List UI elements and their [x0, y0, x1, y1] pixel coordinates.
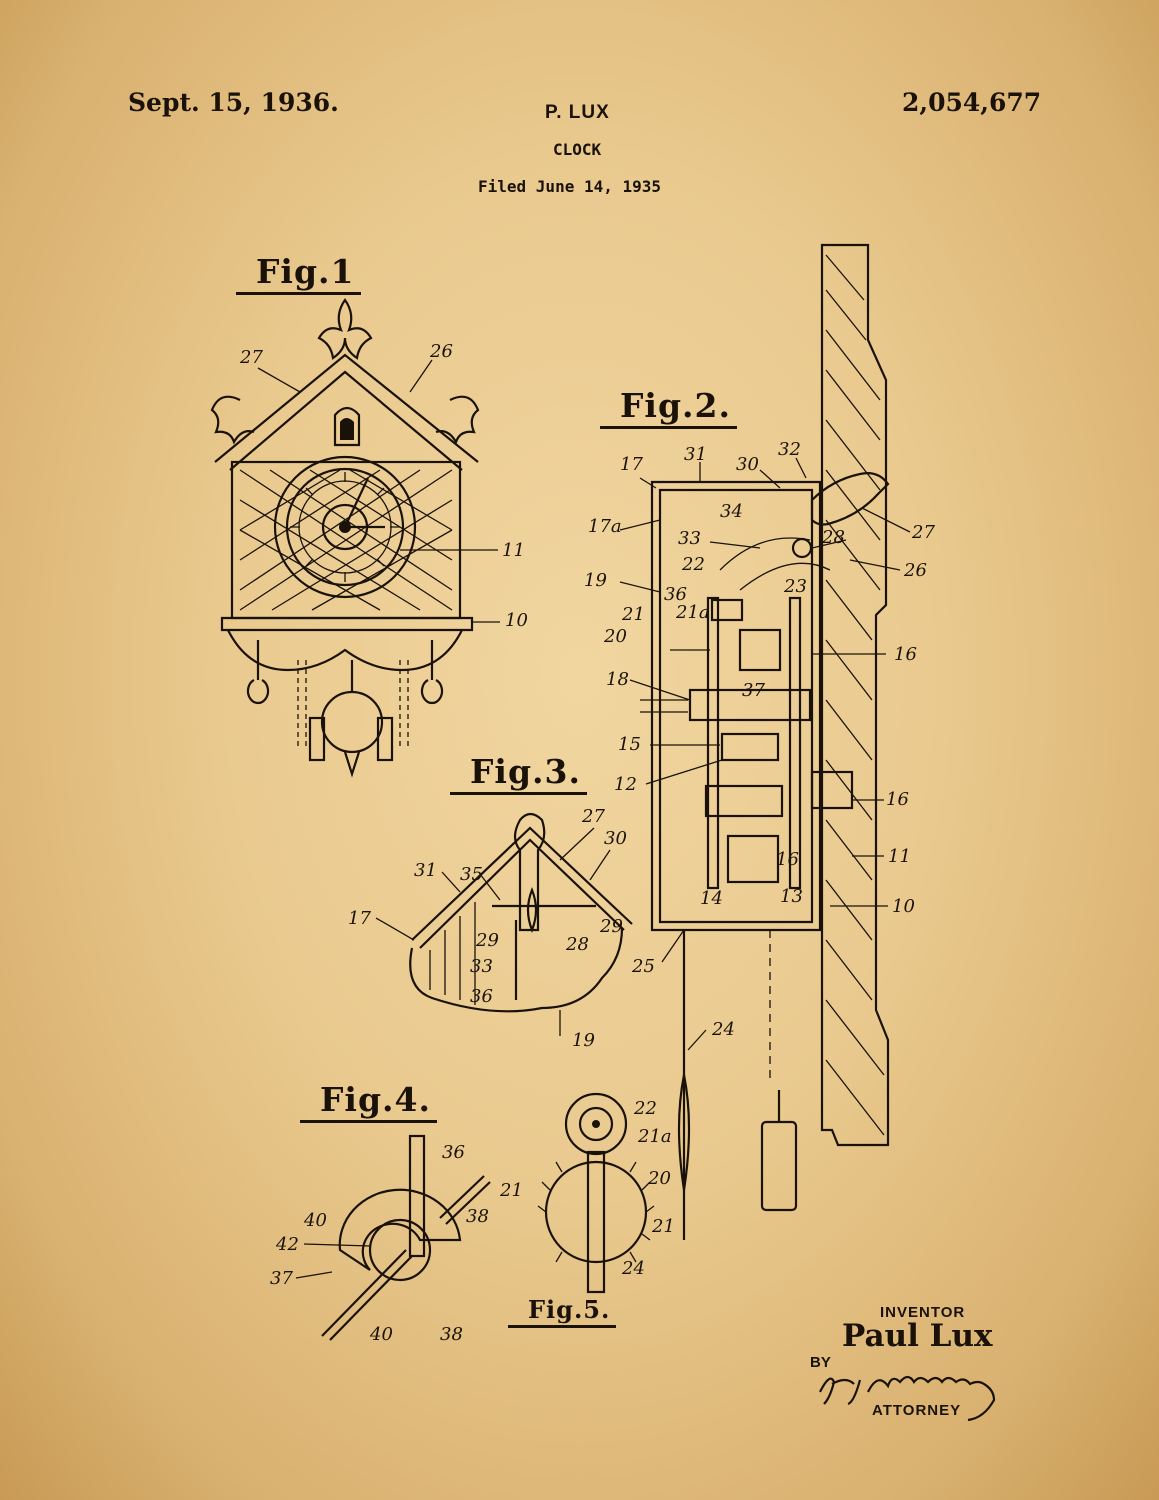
fig4-ref-38: 38 [466, 1206, 489, 1227]
fig4-ref-37: 37 [270, 1268, 293, 1289]
fig1-label: Fig.1 [236, 252, 361, 295]
fig2-ref-19: 19 [584, 570, 607, 591]
fig2-ref-23: 23 [783, 576, 807, 597]
fig2-ref-33: 33 [678, 528, 701, 549]
fig3-ref-33: 33 [470, 956, 493, 977]
fig4-ref-36: 36 [442, 1142, 465, 1163]
fig2-ref-16: 16 [894, 644, 917, 665]
fig3-ref-35: 35 [460, 864, 483, 885]
attorney-signature-image [819, 1375, 996, 1422]
fig3-ref-17: 17 [348, 908, 371, 929]
fig3-ref-30: 30 [604, 828, 627, 849]
fig5-ref-20: 20 [647, 1168, 671, 1189]
fig3-ref-27: 27 [581, 806, 605, 827]
fig2-ref-15: 15 [618, 734, 641, 755]
fig2-section-drawing: 17 31 30 32 17a 34 33 28 27 22 26 19 36 … [584, 243, 935, 1240]
fig2-ref-14: 14 [700, 888, 723, 909]
patent-number: 2,054,677 [902, 88, 1042, 117]
fig2-ref-21: 21 [621, 604, 645, 625]
fig3-ref-31: 31 [414, 860, 437, 881]
patent-title: CLOCK [553, 140, 602, 159]
fig1-ref-10: 10 [505, 610, 528, 631]
fig5-detail-drawing: 22 21a 20 21 24 [537, 1092, 675, 1294]
fig2-ref-17: 17 [620, 454, 643, 475]
fig2-ref-22: 22 [681, 554, 705, 575]
fig2-ref-31: 31 [684, 444, 707, 465]
fig1-ref-26: 26 [429, 341, 453, 362]
fig2-ref-24: 24 [711, 1019, 735, 1040]
fig3-ref-29b: 29 [599, 916, 623, 937]
fig2-ref-10: 10 [892, 896, 915, 917]
fig4-label: Fig.4. [300, 1080, 437, 1123]
fig5-ref-21a: 21a [637, 1126, 672, 1147]
fig2-ref-18: 18 [606, 669, 629, 690]
fig2-ref-32: 32 [778, 439, 801, 460]
filed-date: Filed June 14, 1935 [478, 177, 662, 196]
fig5-label: Fig.5. [508, 1295, 617, 1328]
fig2-ref-12: 12 [614, 774, 637, 795]
fig3-detail-drawing: 35 27 30 31 17 29 29 28 33 36 19 [348, 806, 633, 1051]
inventor-name: Paul Lux [842, 1318, 993, 1354]
inventor-short: P. LUX [545, 102, 610, 123]
fig2-ref-26: 26 [903, 560, 927, 581]
fig3-ref-29: 29 [475, 930, 499, 951]
fig2-ref-30: 30 [736, 454, 759, 475]
fig2-ref-11: 11 [888, 846, 911, 867]
fig4-detail-drawing: 36 21 40 38 42 37 40 38 [270, 1134, 523, 1345]
fig5-ref-21: 21 [651, 1216, 675, 1237]
fig2-label: Fig.2. [600, 386, 737, 429]
fig2-ref-25: 25 [631, 956, 655, 977]
fig2-ref-16c: 16 [776, 849, 799, 870]
fig2-ref-13: 13 [780, 886, 803, 907]
fig4-ref-40b: 40 [369, 1324, 393, 1345]
fig2-ref-27: 27 [911, 522, 935, 543]
fig2-ref-20: 20 [603, 626, 627, 647]
fig1-ref-27: 27 [239, 347, 263, 368]
fig2-ref-34: 34 [720, 501, 743, 522]
fig4-ref-21: 21 [499, 1180, 523, 1201]
fig1-ref-11: 11 [502, 540, 525, 561]
fig4-ref-42: 42 [275, 1234, 299, 1255]
fig2-ref-28: 28 [821, 527, 845, 548]
fig2-ref-37: 37 [742, 680, 765, 701]
fig5-ref-24: 24 [621, 1258, 645, 1279]
attorney-label: ATTORNEY [872, 1402, 962, 1419]
fig2-ref-16b: 16 [886, 789, 909, 810]
fig3-ref-28: 28 [565, 934, 589, 955]
fig2-ref-21a: 21a [675, 602, 710, 623]
by-label: BY [810, 1354, 831, 1371]
fig4-ref-38b: 38 [440, 1324, 463, 1345]
fig1-cuckoo-clock-drawing: 27 26 11 10 [210, 298, 528, 778]
fig2-ref-17a: 17a [588, 516, 622, 537]
patent-date: Sept. 15, 1936. [128, 88, 339, 117]
fig5-ref-22: 22 [633, 1098, 657, 1119]
fig2-ref-36: 36 [664, 584, 687, 605]
fig3-ref-19: 19 [572, 1030, 595, 1051]
fig3-label: Fig.3. [450, 752, 587, 795]
inventor-label: INVENTOR [880, 1304, 966, 1321]
fig3-ref-36: 36 [470, 986, 493, 1007]
fig4-ref-40: 40 [303, 1210, 327, 1231]
